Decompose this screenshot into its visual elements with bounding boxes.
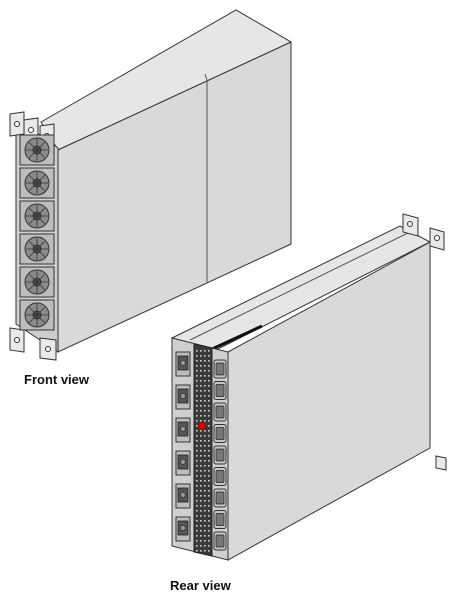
- fan-module: [19, 233, 55, 265]
- data-port: [213, 359, 227, 379]
- rear-mounting-ears: [402, 213, 447, 471]
- rear-view-chassis: [170, 213, 447, 561]
- fan-module: [19, 167, 55, 199]
- fan-module: [19, 200, 55, 232]
- power-connector: [175, 417, 191, 443]
- rear-vent-mesh: [193, 343, 213, 557]
- status-led-indicator: [198, 422, 206, 430]
- data-port: [213, 445, 227, 465]
- data-port: [213, 402, 227, 422]
- data-port: [213, 510, 227, 529]
- fan-module: [19, 299, 55, 331]
- data-port: [213, 488, 227, 508]
- power-connector: [175, 483, 191, 509]
- power-connector: [175, 516, 191, 542]
- fan-module: [19, 134, 55, 166]
- rear-power-connectors: [175, 351, 191, 542]
- data-port: [213, 467, 227, 486]
- power-connector: [175, 351, 191, 377]
- data-port: [213, 531, 227, 551]
- fan-module: [19, 266, 55, 298]
- power-connector: [175, 384, 191, 410]
- front-fan-array: [19, 134, 55, 331]
- rear-view-caption: Rear view: [170, 578, 231, 593]
- power-connector: [175, 450, 191, 476]
- data-port: [213, 381, 227, 400]
- front-view-caption: Front view: [24, 372, 90, 387]
- rear-vent-mesh-holes: [196, 350, 210, 552]
- front-view-chassis: [9, 9, 293, 361]
- data-port: [213, 424, 227, 443]
- rear-data-ports: [213, 359, 227, 551]
